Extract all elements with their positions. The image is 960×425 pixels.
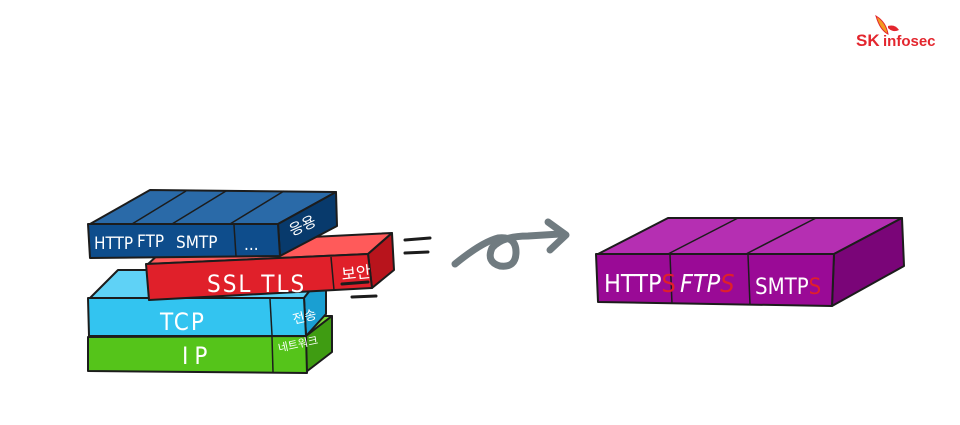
https-suffix: S	[662, 269, 676, 298]
logo-product: infosec	[883, 33, 936, 50]
ftps-base: FTP	[680, 269, 721, 298]
application-protocol-ftp: FTP	[137, 232, 164, 252]
secure-protocol-ftps: FTPS	[680, 269, 735, 298]
smtps-suffix: S	[809, 275, 822, 300]
logo-brand: SK	[856, 31, 880, 50]
ftps-suffix: S	[720, 269, 734, 298]
butterfly-icon	[875, 14, 899, 35]
sk-infosec-logo: SK infosec	[856, 14, 936, 50]
secure-protocols-block: HTTPS FTPS SMTPS	[595, 217, 905, 307]
https-base: HTTP	[604, 269, 662, 298]
application-layer-block: HTTP FTP SMTP ... 응용	[87, 189, 338, 259]
secure-protocol-smtps: SMTPS	[755, 275, 821, 300]
transport-protocol: TCP	[159, 308, 206, 336]
equals-sign	[340, 236, 432, 299]
network-protocol: IP	[182, 342, 213, 370]
secure-protocol-https: HTTPS	[604, 269, 676, 298]
application-protocol-http: HTTP	[94, 234, 133, 254]
security-layer-label: 보안	[340, 262, 372, 284]
application-protocol-more: ...	[244, 235, 259, 255]
transform-arrow-icon	[451, 218, 570, 270]
smtps-base: SMTP	[755, 275, 809, 300]
application-protocol-smtp: SMTP	[176, 233, 217, 253]
transport-layer-label: 전송	[291, 308, 318, 328]
security-protocols: SSL TLS	[207, 270, 306, 298]
